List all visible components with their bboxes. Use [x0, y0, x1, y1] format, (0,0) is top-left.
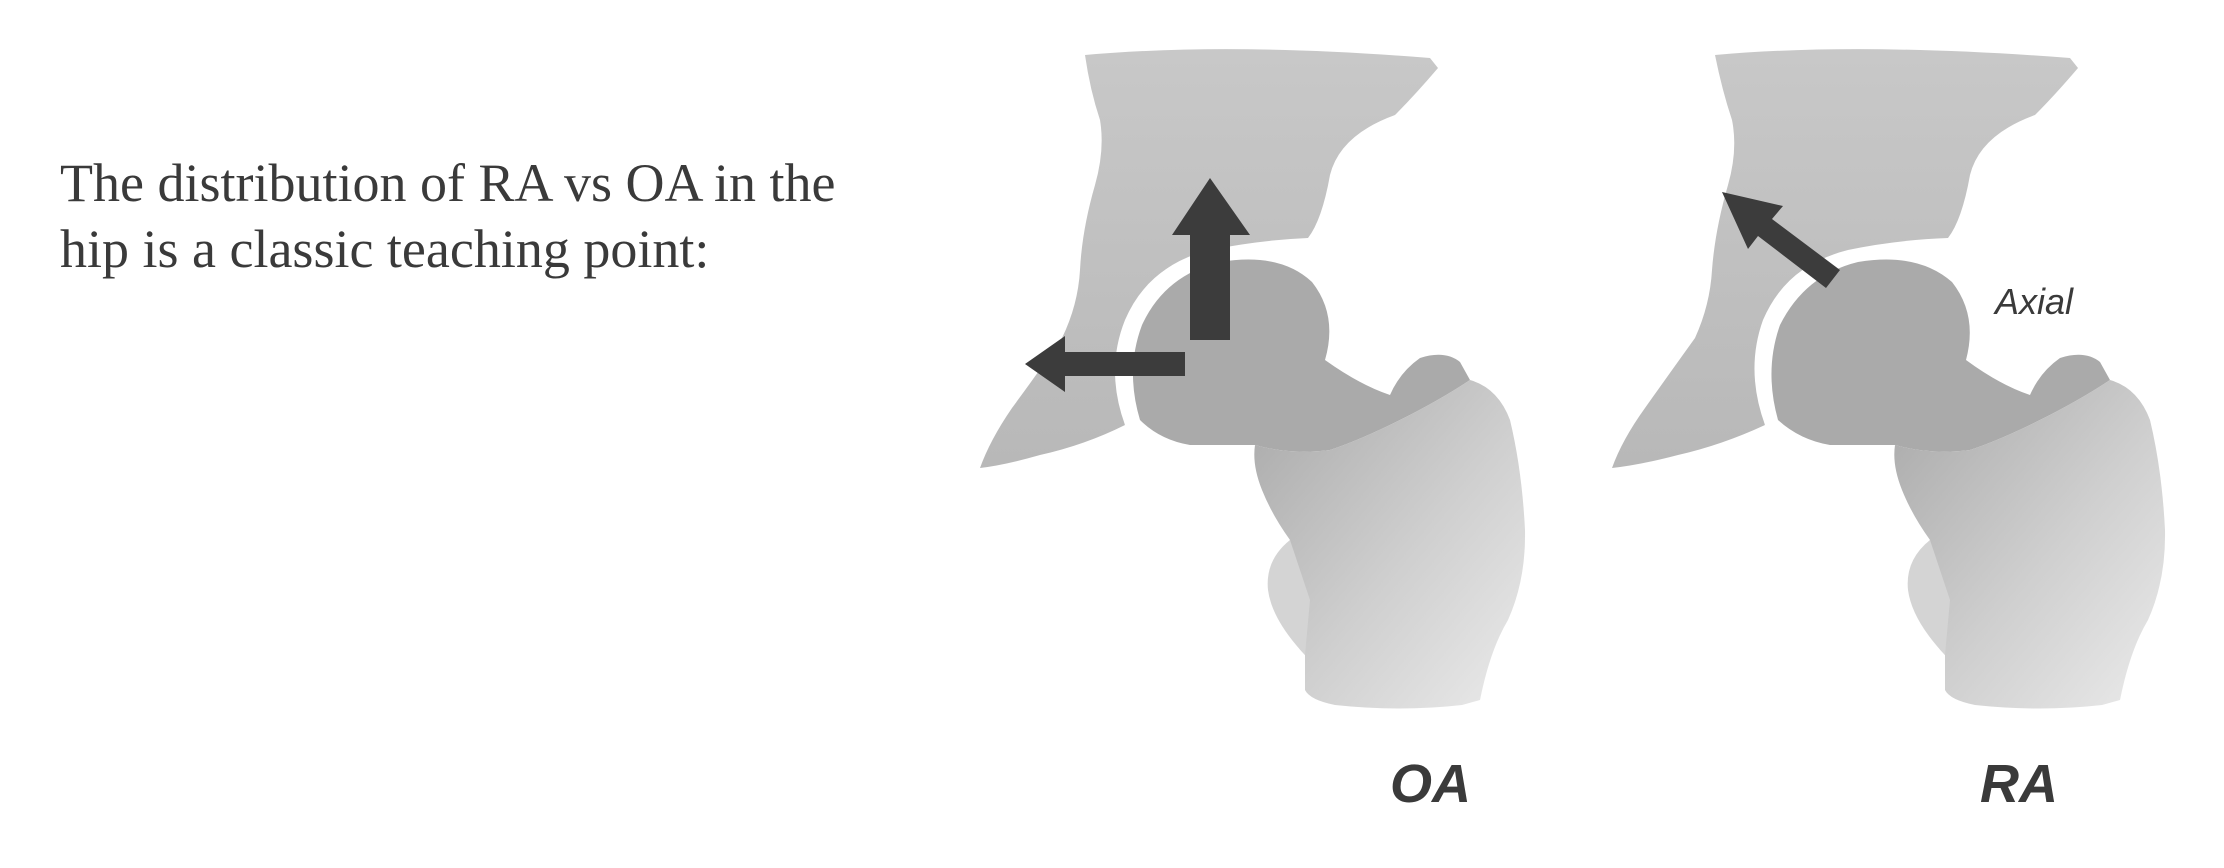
intro-line-1: The distribution of RA vs OA in the — [60, 153, 836, 213]
intro-text: The distribution of RA vs OA in the hip … — [60, 150, 920, 282]
ra-hip-figure: Axial RA — [1612, 49, 2166, 814]
oa-arrow-medial — [1025, 336, 1185, 392]
ra-femur-shaft — [1894, 380, 2166, 709]
oa-hip-figure: OA — [980, 49, 1526, 814]
ra-label: RA — [1980, 754, 2058, 814]
oa-lesser-trochanter — [1267, 540, 1310, 655]
ra-femoral-head — [1771, 259, 2110, 452]
oa-arrow-superior — [1172, 178, 1250, 340]
oa-joint-space — [1115, 245, 1308, 425]
intro-line-2: hip is a classic teaching point: — [60, 219, 710, 279]
oa-femur-shaft — [1254, 380, 1526, 709]
ra-arrow-axial — [1722, 192, 1840, 288]
ra-axial-annotation: Axial — [1993, 281, 2074, 322]
ra-joint-space — [1754, 245, 1948, 425]
ra-lesser-trochanter — [1907, 540, 1950, 655]
ra-pelvis — [1612, 49, 2078, 468]
oa-label: OA — [1390, 754, 1471, 814]
